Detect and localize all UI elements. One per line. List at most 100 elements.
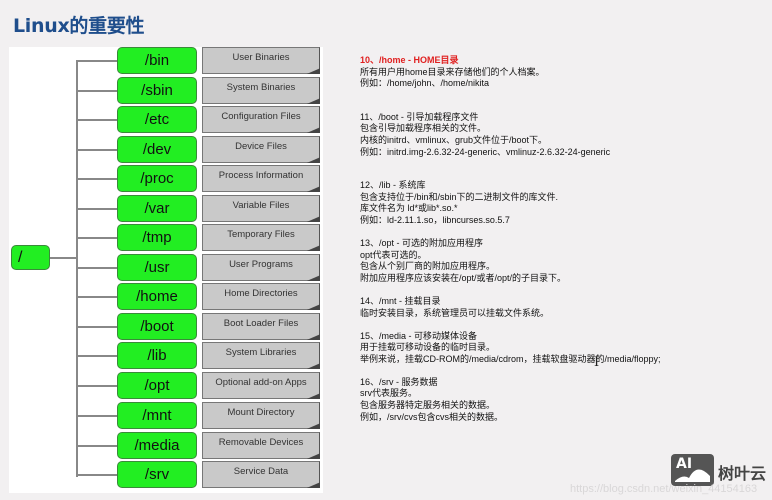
directory-node: /home [117, 283, 197, 310]
root-directory-node: / [11, 245, 50, 270]
directory-description: Home Directories [202, 283, 320, 310]
directory-node: /sbin [117, 77, 197, 104]
page-fold-icon [306, 363, 320, 369]
directory-node: /bin [117, 47, 197, 74]
note-heading: 12、/lib - 系统库 [360, 180, 426, 191]
description-label: Home Directories [224, 288, 298, 299]
description-label: Optional add-on Apps [215, 377, 307, 388]
note-heading: 14、/mnt - 挂载目录 [360, 295, 441, 306]
directory-description: System Binaries [202, 77, 320, 104]
directory-node: /dev [117, 136, 197, 163]
page-fold-icon [306, 304, 320, 310]
note-block: 15、/media - 可移动媒体设备用于挂载可移动设备的临时目录。举例来说，挂… [360, 331, 720, 366]
text-cursor-icon: I [594, 355, 600, 370]
description-label: User Binaries [232, 52, 290, 63]
page-fold-icon [306, 245, 320, 251]
directory-description: System Libraries [202, 342, 320, 369]
directory-description: Boot Loader Files [202, 313, 320, 340]
note-line: 包含从个别厂商的附加应用程序。 [360, 261, 496, 272]
directory-description: Mount Directory [202, 402, 320, 429]
description-label: System Libraries [225, 347, 297, 358]
note-line: opt代表可选的。 [360, 249, 427, 260]
note-line: srv代表服务。 [360, 388, 417, 399]
directory-description: Device Files [202, 136, 320, 163]
directory-description: User Programs [202, 254, 320, 281]
directory-description: Process Information [202, 165, 320, 192]
description-label: Device Files [235, 141, 287, 152]
branch-connector-line [77, 149, 117, 151]
page-fold-icon [306, 453, 320, 459]
description-label: Process Information [218, 170, 304, 181]
note-heading: 16、/srv - 服务数据 [360, 376, 438, 387]
branch-connector-line [77, 237, 117, 239]
watermark-logo-icon: AI [671, 454, 714, 486]
note-line: 举例来说，挂载CD-ROM的/media/cdrom，挂载软盘驱动器的/medi… [360, 353, 661, 364]
branch-connector-line [77, 90, 117, 92]
page-fold-icon [306, 68, 320, 74]
description-label: Removable Devices [218, 437, 304, 448]
note-block: 14、/mnt - 挂载目录临时安装目录，系统管理员可以挂载文件系统。 [360, 296, 720, 319]
description-label: Variable Files [232, 200, 290, 211]
description-label: User Programs [229, 259, 293, 270]
page-title: Linux的重要性 [13, 15, 145, 37]
branch-connector-line [77, 445, 117, 447]
page-fold-icon [306, 98, 320, 104]
page-fold-icon [306, 216, 320, 222]
branch-connector-line [77, 119, 117, 121]
note-line: 所有用户用home目录来存储他们的个人档案。 [360, 66, 545, 77]
directory-node: /etc [117, 106, 197, 133]
note-line: 内核的initrd、vmlinux、grub文件位于/boot下。 [360, 134, 548, 145]
note-line: 包含支持位于/bin和/sbin下的二进制文件的库文件. [360, 191, 559, 202]
page-fold-icon [306, 127, 320, 133]
note-line: 用于挂载可移动设备的临时目录。 [360, 342, 496, 353]
page-fold-icon [306, 482, 320, 488]
directory-node: /opt [117, 372, 197, 399]
page-fold-icon [306, 334, 320, 340]
note-line: 库文件名为 ld*或lib*.so.* [360, 203, 458, 214]
directory-node: /var [117, 195, 197, 222]
directory-description: Temporary Files [202, 224, 320, 251]
branch-connector-line [77, 178, 117, 180]
note-line: 例如：initrd.img-2.6.32-24-generic、vmlinuz-… [360, 146, 611, 157]
branch-connector-line [77, 208, 117, 210]
branch-connector-line [77, 415, 117, 417]
note-line: 例如：ld-2.11.1.so，libncurses.so.5.7 [360, 214, 510, 225]
page-fold-icon [306, 275, 320, 281]
directory-node: /lib [117, 342, 197, 369]
description-label: Temporary Files [227, 229, 295, 240]
directory-description: Optional add-on Apps [202, 372, 320, 399]
note-block: 12、/lib - 系统库包含支持位于/bin和/sbin下的二进制文件的库文件… [360, 180, 720, 226]
note-line: 附加应用程序应该安装在/opt/或者/opt/的子目录下。 [360, 272, 567, 283]
note-line: 例如：/home/john、/home/nikita [360, 78, 490, 89]
note-line: 包含服务器特定服务相关的数据。 [360, 400, 496, 411]
watermark-brand: 树叶云 [718, 464, 767, 483]
branch-connector-line [77, 385, 117, 387]
description-label: Boot Loader Files [223, 318, 299, 329]
directory-node: /mnt [117, 402, 197, 429]
directory-notes: 10、/home - HOME目录所有用户用home目录来存储他们的个人档案。例… [360, 55, 720, 435]
directory-node: /media [117, 432, 197, 459]
note-block: 10、/home - HOME目录所有用户用home目录来存储他们的个人档案。例… [360, 55, 720, 90]
directory-node: /usr [117, 254, 197, 281]
directory-description: Removable Devices [202, 432, 320, 459]
directory-node: /srv [117, 461, 197, 488]
directory-description: Configuration Files [202, 106, 320, 133]
directory-description: Variable Files [202, 195, 320, 222]
branch-connector-line [77, 296, 117, 298]
branch-connector-line [77, 474, 117, 476]
note-heading: 15、/media - 可移动媒体设备 [360, 330, 478, 341]
note-block: 11、/boot - 引导加载程序文件包含引导加载程序相关的文件。内核的init… [360, 112, 720, 158]
page-fold-icon [306, 186, 320, 192]
description-label: Mount Directory [227, 407, 295, 418]
note-line: 临时安装目录，系统管理员可以挂载文件系统。 [360, 307, 550, 318]
directory-node: /tmp [117, 224, 197, 251]
description-label: Service Data [233, 466, 289, 477]
note-heading: 13、/opt - 可选的附加应用程序 [360, 238, 484, 249]
directory-description: User Binaries [202, 47, 320, 74]
branch-connector-line [77, 355, 117, 357]
directory-node: /proc [117, 165, 197, 192]
branch-connector-line [77, 267, 117, 269]
root-connector-line [50, 257, 77, 259]
